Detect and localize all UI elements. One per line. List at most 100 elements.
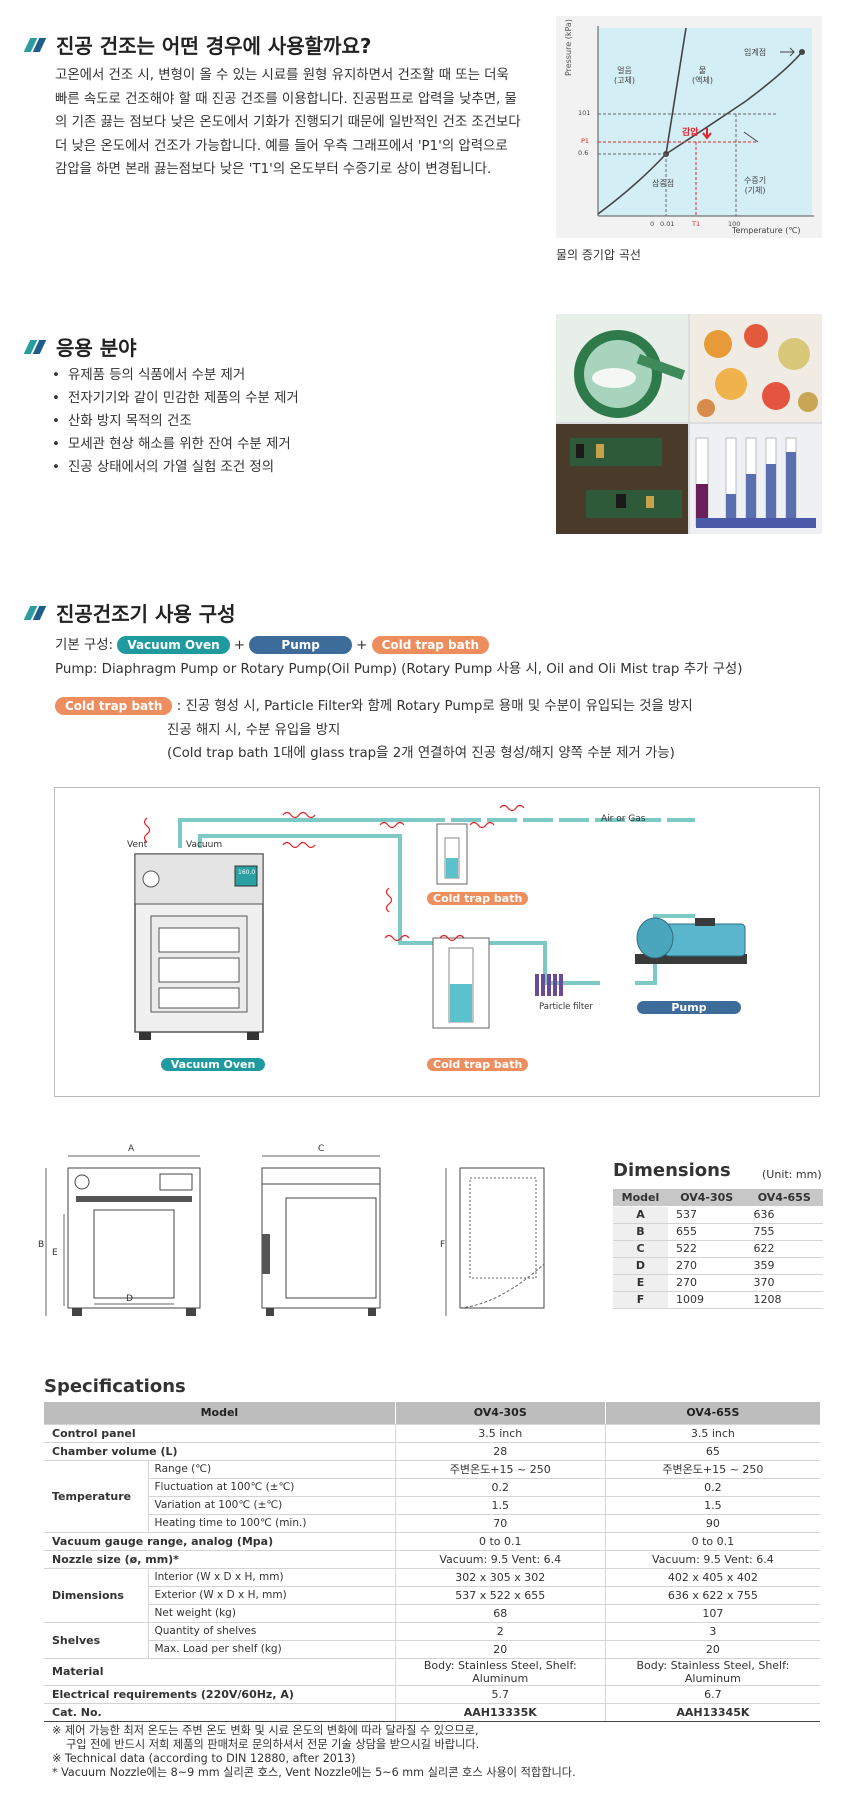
list-item: 유제품 등의 식품에서 수분 제거 (50, 364, 299, 387)
section-marker-icon (23, 339, 47, 354)
dimensions-title: Dimensions (613, 1160, 731, 1181)
vent-label: Vent (127, 840, 148, 850)
x-tick-100: 100 (728, 220, 741, 228)
basic-config-label: 기본 구성: (55, 638, 114, 653)
vacuum-oven-label: Vacuum Oven (161, 1058, 265, 1071)
applications-photo-collage (556, 314, 822, 534)
footnote-4: * Vacuum Nozzle에는 8~9 mm 실리콘 호스, Vent No… (52, 1766, 576, 1779)
heat-wave-icon (379, 821, 405, 829)
dim-label-c: C (318, 1144, 325, 1154)
cold-trap-pill: Cold trap bath (55, 697, 173, 715)
front-view-drawing: A B E D (38, 1144, 218, 1324)
table-header: OV4-65S (745, 1189, 823, 1207)
pump-pill: Pump (249, 636, 352, 654)
ice-label: 얼음(고체) (614, 66, 635, 85)
decompress-label: 감압 (682, 128, 699, 138)
critical-point (799, 49, 805, 55)
x-tick-t1: T1 (692, 220, 701, 228)
cold-trap-label-1: Cold trap bath (427, 892, 529, 905)
door-open-drawing: F (440, 1144, 550, 1324)
section-marker-icon (23, 37, 47, 52)
table-header: Model (613, 1189, 668, 1207)
list-item: 전자기기와 같이 민감한 제품의 수분 제거 (50, 387, 299, 410)
table-header-row: Model OV4-30S OV4-65S (44, 1402, 820, 1425)
heat-wave-icon (385, 887, 393, 913)
graph-caption: 물의 증기압 곡선 (556, 248, 641, 262)
side-view-drawing: C (256, 1144, 386, 1324)
heat-wave-icon (499, 804, 525, 812)
table-header-row: Model OV4-30S OV4-65S (613, 1189, 823, 1207)
configuration-diagram: Vent Vacuum 160.0 Air or Gas Cold trap b… (54, 787, 820, 1097)
dim-label-e: E (52, 1248, 58, 1258)
section-heading-applications: 응용 분야 (23, 332, 137, 361)
vapor-label: 수증기(기체) (744, 176, 767, 195)
table-header: OV4-30S (395, 1402, 606, 1425)
specifications-title: Specifications (44, 1376, 186, 1397)
cold-trap-description-1: Cold trap bath : 진공 형성 시, Particle Filte… (55, 694, 693, 715)
y-tick-101: 101 (578, 109, 591, 117)
decompress-arrow-icon (702, 128, 712, 140)
footnote-2: 구입 전에 반드시 저희 제품의 판매처로 문의하셔서 전문 기술 상담을 받으… (66, 1738, 480, 1751)
control-panel-icon (234, 865, 258, 887)
configuration-diagram-svg (134, 804, 747, 1040)
x-tick-001: 0.01 (660, 220, 675, 228)
section-title: 진공건조기 사용 구성 (56, 602, 236, 626)
water-label: 물(액체) (692, 66, 713, 85)
basic-config-line: 기본 구성: Vacuum Oven + Pump + Cold trap ba… (55, 633, 490, 654)
table-row: Nozzle size (ø, mm)*Vacuum: 9.5 Vent: 6.… (44, 1550, 820, 1569)
critical-point-label: 임계점 (744, 48, 767, 57)
plus-sign: + (356, 638, 368, 653)
pump-label: Pump (637, 1001, 741, 1014)
particle-filter-icon (535, 974, 563, 996)
table-row: Electrical requirements (220V/60Hz, A)5.… (44, 1685, 820, 1704)
cold-trap-pill: Cold trap bath (371, 636, 490, 654)
cold-trap-description-2: 진공 해지 시, 수분 유입을 방지 (167, 723, 341, 738)
melting-curve (665, 27, 687, 155)
triple-point-label: 삼중점 (652, 179, 675, 188)
table-header: OV4-65S (605, 1402, 820, 1425)
list-item: 모세관 현상 해소를 위한 잔여 수분 제거 (50, 433, 299, 456)
table-header: OV4-30S (667, 1189, 746, 1207)
applications-list: 유제품 등의 식품에서 수분 제거 전자기기와 같이 민감한 제품의 수분 제거… (50, 364, 299, 479)
footnote-3: ※ Technical data (according to DIN 12880… (52, 1752, 356, 1765)
footnote-1: ※ 제어 가능한 최저 온도는 주변 온도 변화 및 시료 온도의 변화에 따라… (52, 1724, 479, 1737)
plus-sign: + (233, 638, 246, 653)
pressure-gauge-icon (142, 870, 160, 888)
vacuum-drying-paragraph: 고온에서 건조 시, 변형이 올 수 있는 시료를 원형 유지하면서 건조할 때… (55, 68, 521, 177)
heat-wave-icon (282, 841, 316, 849)
list-item: 산화 방지 목적의 건조 (50, 410, 299, 433)
vacuum-label: Vacuum (186, 840, 223, 850)
section-title: 진공 건조는 어떤 경우에 사용할까요? (56, 34, 372, 58)
heat-wave-icon (143, 817, 151, 843)
dim-label-b: B (38, 1240, 45, 1250)
table-row: Vacuum gauge range, analog (Mpa)0 to 0.1… (44, 1532, 820, 1551)
vapor-pressure-graph: Pressure (kPa) 101 P1 0.6 0 0.01 T1 100 … (556, 16, 822, 238)
dim-label-d: D (126, 1294, 133, 1304)
heat-wave-icon (282, 811, 316, 819)
heat-wave-icon (469, 821, 495, 829)
heat-wave-icon (384, 934, 410, 942)
table-header: Model (44, 1402, 396, 1425)
cold-trap-label-2: Cold trap bath (427, 1058, 529, 1071)
x-tick-0: 0 (650, 220, 655, 228)
y-tick-06: 0.6 (578, 149, 589, 157)
heat-wave-icon (439, 934, 465, 942)
dim-label-f: F (440, 1240, 446, 1250)
critical-arrow-icon (780, 47, 795, 57)
y-axis-label: Pressure (kPa) (564, 19, 573, 76)
list-item: 진공 상태에서의 가열 실험 조건 정의 (50, 456, 299, 479)
